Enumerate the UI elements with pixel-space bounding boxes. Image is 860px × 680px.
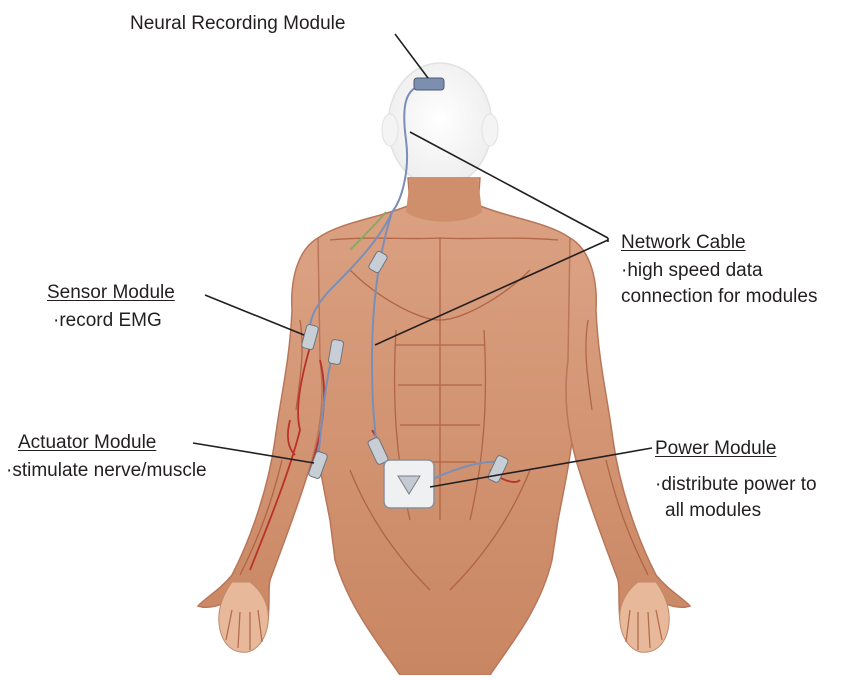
power-module-desc-1: ·distribute power to xyxy=(655,474,817,496)
left-hand xyxy=(219,582,269,652)
actuator-module-label: Actuator Module ·stimulate nerve/muscle xyxy=(18,432,207,482)
right-hand xyxy=(620,582,670,652)
neural-recording-module xyxy=(414,78,444,90)
torso xyxy=(295,178,593,675)
neural-recording-title: Neural Recording Module xyxy=(130,13,345,35)
actuator-module-title: Actuator Module xyxy=(18,432,207,454)
neural-recording-label: Neural Recording Module xyxy=(130,13,345,35)
sensor-module-label: Sensor Module ·record EMG xyxy=(47,282,175,332)
right-ear xyxy=(482,114,498,146)
sensor-module-title: Sensor Module xyxy=(47,282,175,304)
power-module-label: Power Module ·distribute power to all mo… xyxy=(655,438,817,522)
power-module-title: Power Module xyxy=(655,438,817,460)
network-cable-label: Network Cable ·high speed data connectio… xyxy=(621,232,817,308)
power-module xyxy=(384,460,434,508)
power-module-desc-2: all modules xyxy=(655,500,817,522)
neck xyxy=(406,178,482,222)
network-cable-title: Network Cable xyxy=(621,232,817,254)
sensor-module-desc: ·record EMG xyxy=(47,310,175,332)
actuator-module-desc: ·stimulate nerve/muscle xyxy=(6,460,207,482)
network-cable-desc-1: ·high speed data xyxy=(621,260,817,282)
network-cable-desc-2: connection for modules xyxy=(621,286,817,308)
left-ear xyxy=(382,114,398,146)
